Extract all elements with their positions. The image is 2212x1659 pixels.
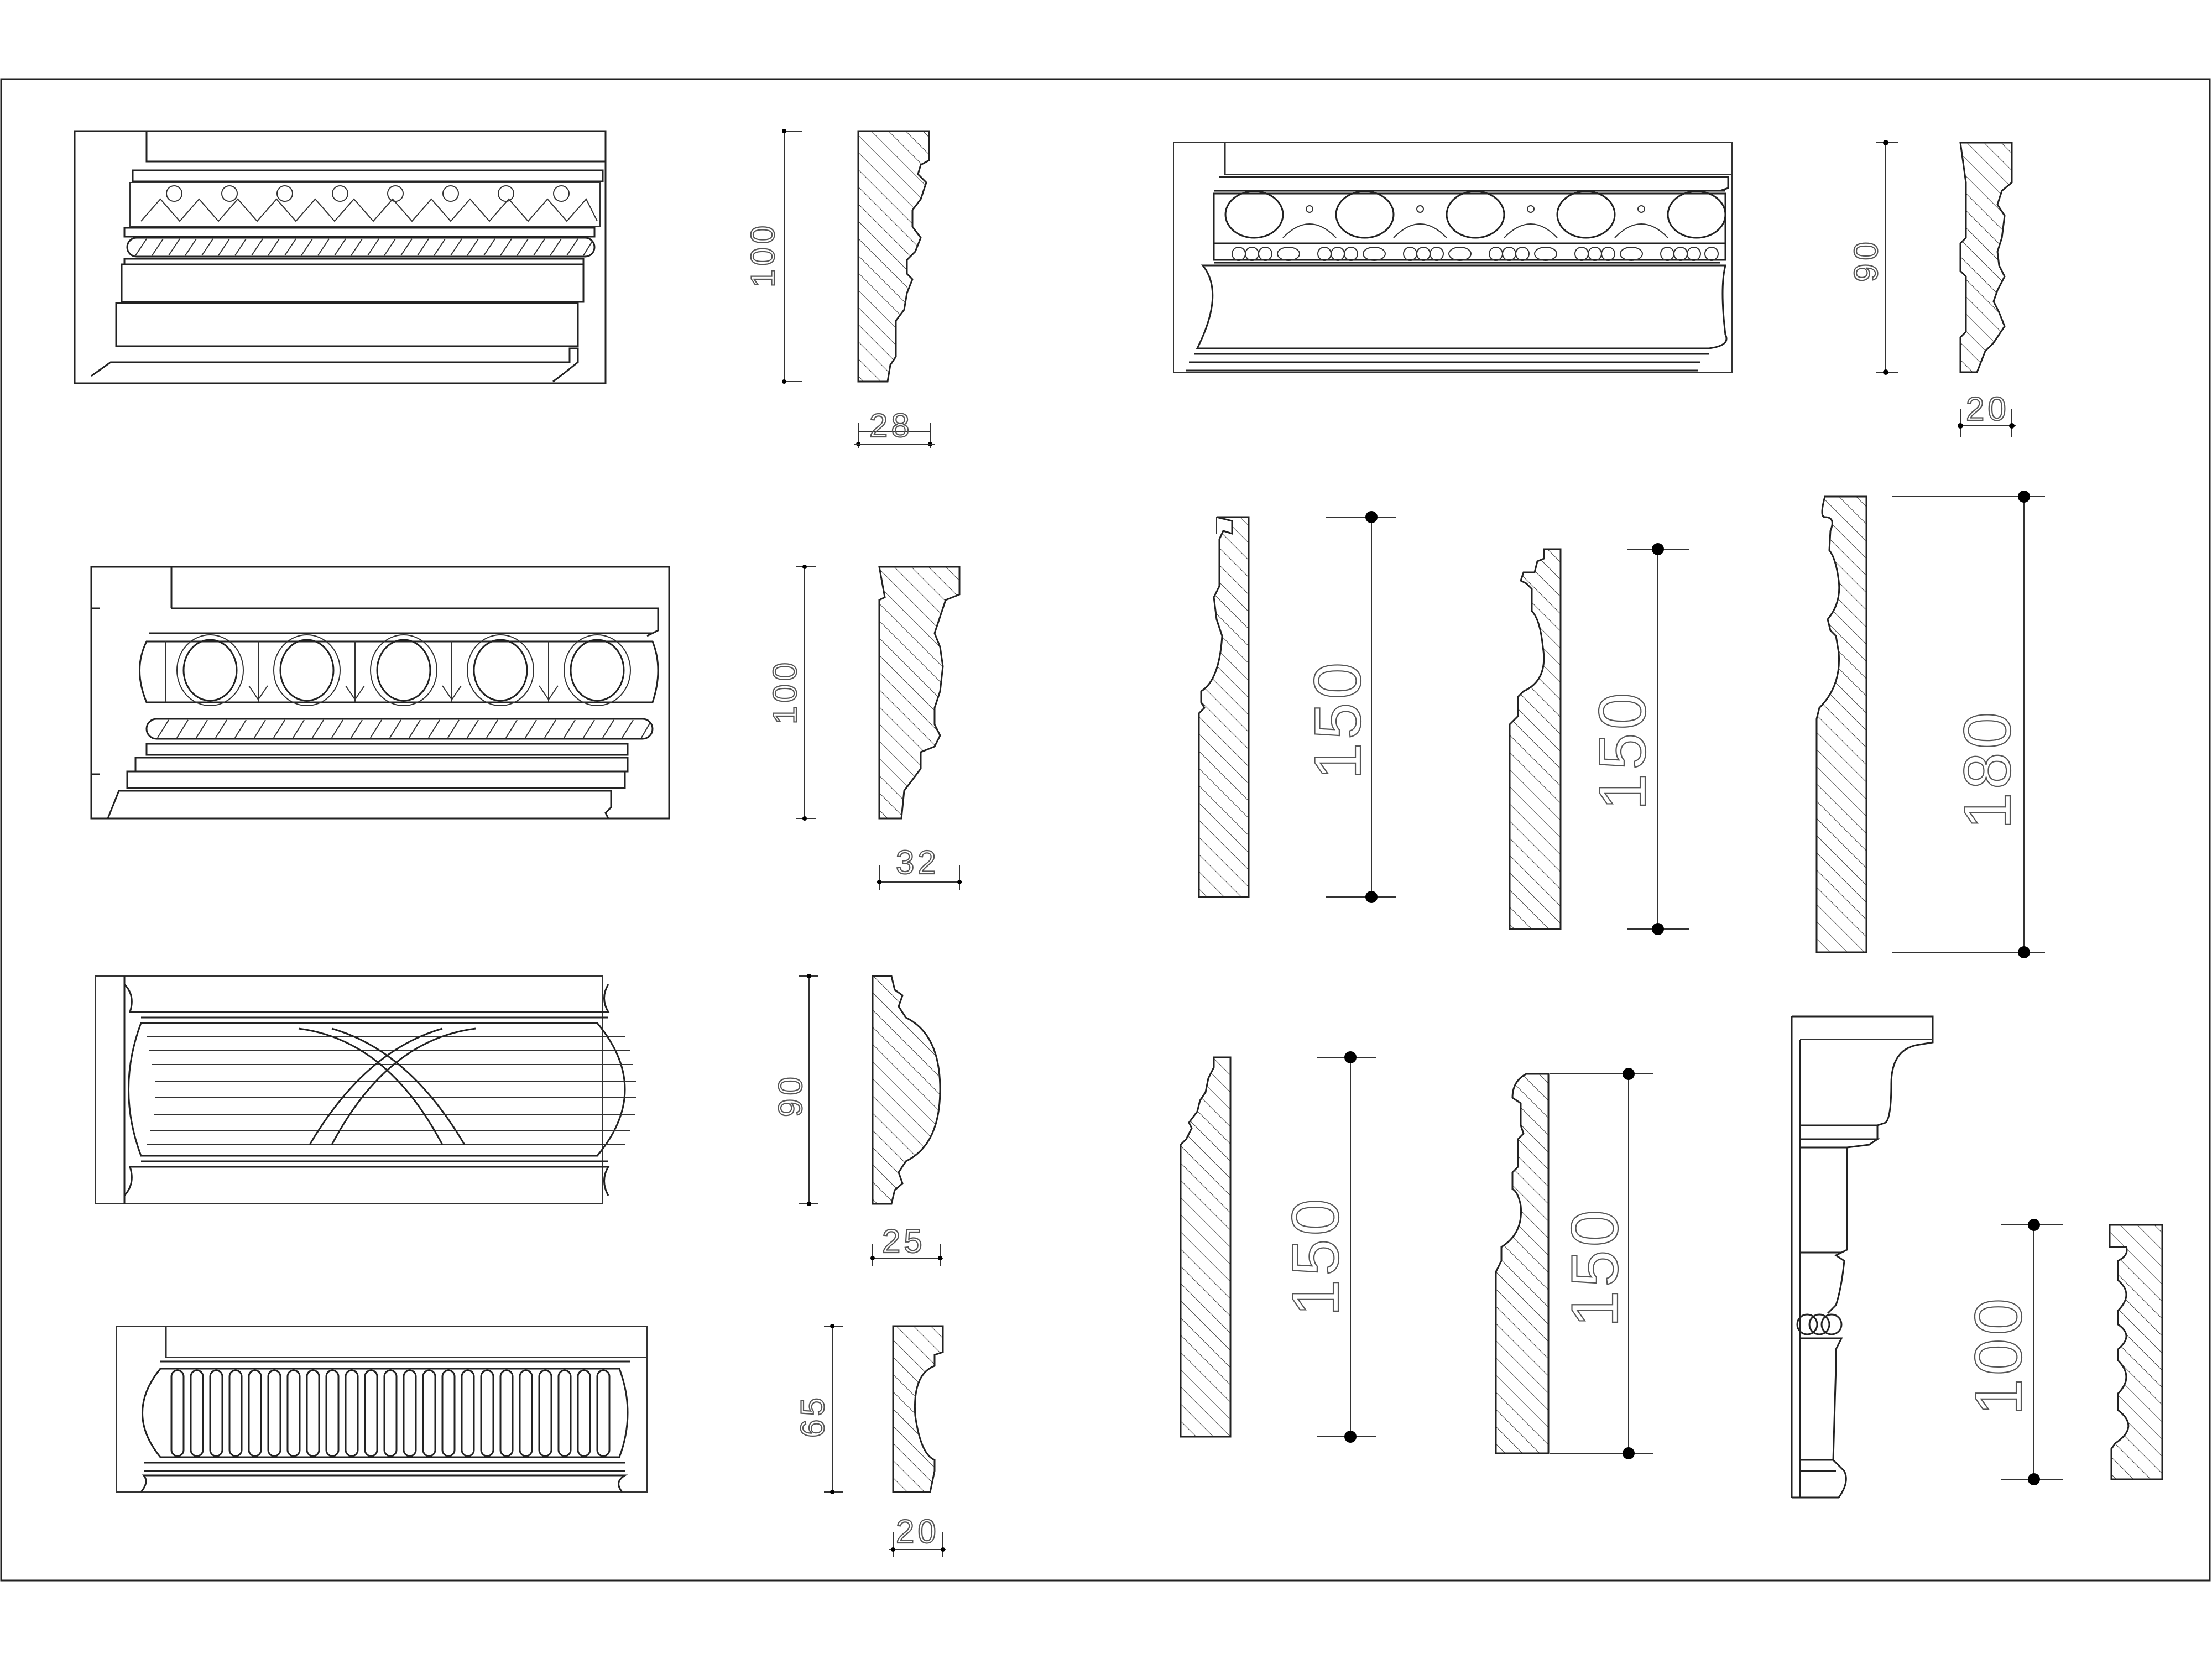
profile-section-d: 65 20 <box>794 1324 946 1557</box>
dim-height-b: 100 <box>766 659 804 724</box>
profile-section-c: 90 25 <box>771 974 943 1266</box>
profile-section-a: 100 28 <box>744 129 935 448</box>
dim-width-b: 32 <box>896 844 940 881</box>
dim-height-k: 100 <box>1961 1295 2036 1416</box>
elevation-egg-and-dart <box>90 566 670 820</box>
dim-width-d: 20 <box>896 1513 940 1550</box>
dim-height-j: 150 <box>1558 1207 1632 1327</box>
profile-section-f: 150 <box>1198 511 1396 903</box>
dim-height-i: 150 <box>1279 1196 1353 1316</box>
dim-width-e: 20 <box>1966 390 2010 427</box>
dim-height-e: 90 <box>1848 238 1885 282</box>
sheet-border <box>0 78 2211 1582</box>
dim-width-c: 25 <box>882 1223 926 1260</box>
elevation-egg-and-bead <box>1173 142 1733 373</box>
elevation-frieze-palmette <box>74 130 607 384</box>
profile-section-j: 150 <box>1495 1068 1653 1459</box>
profile-section-k: 100 <box>1961 1219 2163 1485</box>
dim-height-c: 90 <box>772 1073 809 1117</box>
dim-height-d: 65 <box>794 1394 831 1438</box>
dim-height-g: 150 <box>1585 690 1660 810</box>
elevation-fluted <box>116 1326 648 1493</box>
dim-height-a: 100 <box>744 222 781 288</box>
profile-section-h: 180 <box>1815 491 2045 958</box>
dim-height-f: 150 <box>1301 659 1375 780</box>
profile-section-e: 90 20 <box>1847 140 2016 437</box>
dim-width-a: 28 <box>869 407 913 444</box>
profile-section-i: 150 <box>1180 1051 1376 1443</box>
dim-height-h: 180 <box>1950 709 2025 830</box>
profile-section-b: 100 32 <box>766 565 962 890</box>
profile-section-g: 150 <box>1509 543 1689 935</box>
elevation-side-cornice <box>1791 1015 1934 1499</box>
elevation-reeded-guilloche <box>95 975 636 1204</box>
